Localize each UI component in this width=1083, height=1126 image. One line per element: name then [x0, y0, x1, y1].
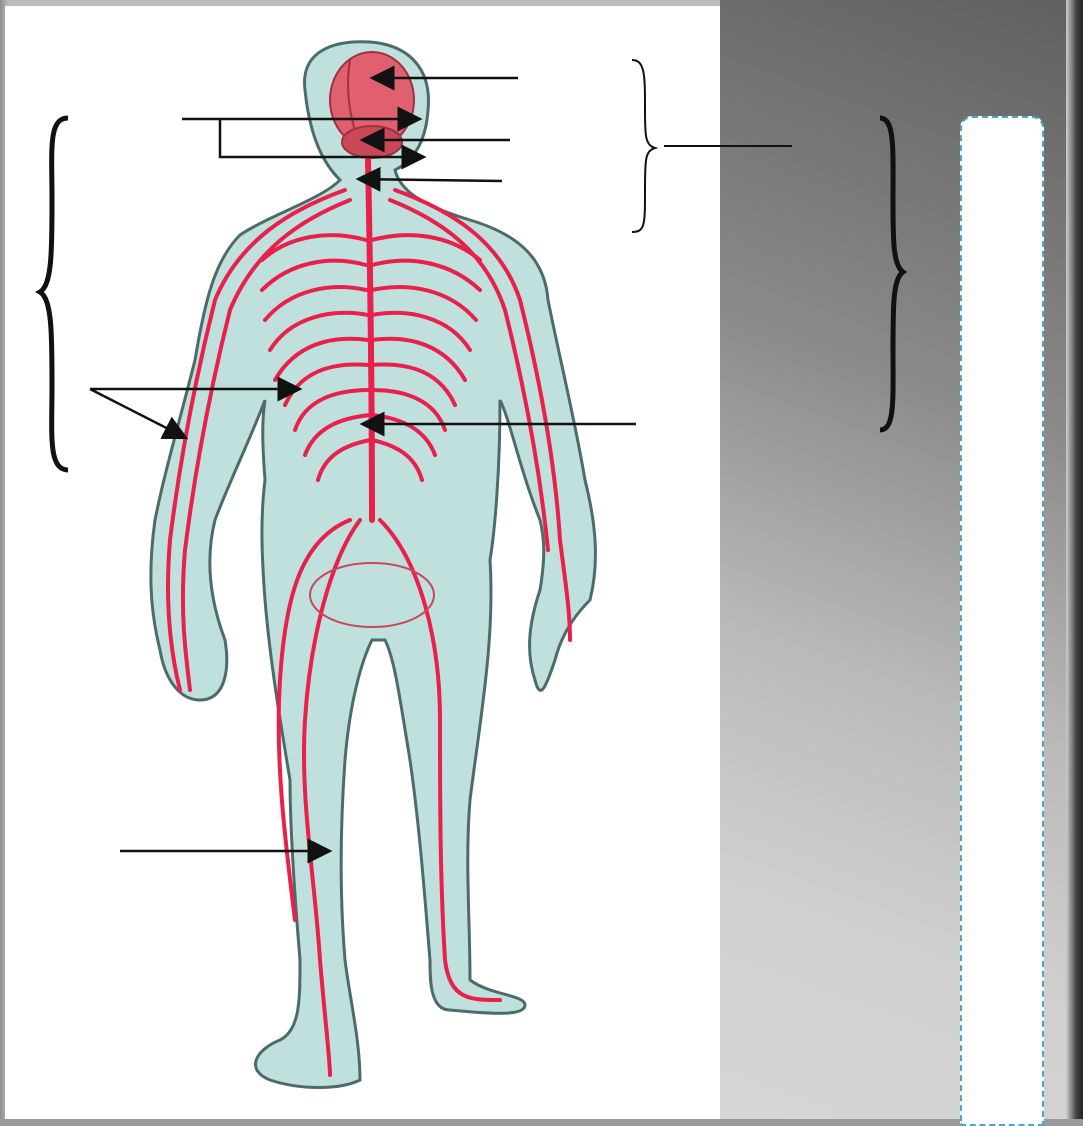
arrow-spinal-nerve-2 [90, 389, 186, 438]
head-brace [632, 60, 655, 232]
right-brace [880, 118, 903, 430]
brain [330, 52, 414, 158]
left-brace [40, 118, 68, 470]
body-silhouette [151, 42, 596, 1088]
